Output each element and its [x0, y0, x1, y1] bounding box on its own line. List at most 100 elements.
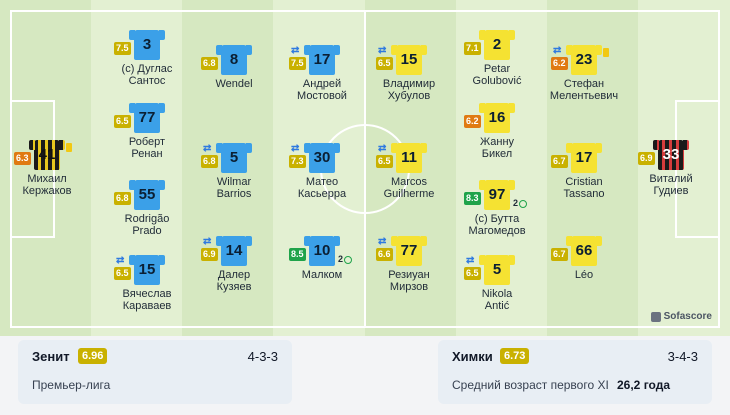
goal-count: 2 — [338, 254, 344, 264]
player-name-line1: Стефан — [563, 78, 605, 90]
player-name-line2: Магомедов — [468, 225, 526, 237]
player-rating-badge: 6.5 — [376, 57, 393, 70]
player-name-line1: Rodrigão — [124, 213, 170, 225]
away-team-rating: 6.73 — [500, 348, 530, 364]
player-name-line1: Wilmar — [216, 176, 252, 188]
home-team-name[interactable]: Зенит — [32, 349, 70, 364]
shirt-icon: 33 — [653, 140, 689, 170]
shirt-icon: 2 — [479, 30, 515, 60]
shirt-number: 77 — [400, 242, 418, 259]
player-rating-badge: 6.5 — [114, 267, 131, 280]
player-name-line1: Жанну — [479, 136, 515, 148]
player-name-line2: Сантос — [128, 75, 166, 87]
home-team-rating: 6.96 — [78, 348, 108, 364]
player-name-line2: Antić — [484, 300, 510, 312]
shirt-icon: 77 — [391, 236, 427, 266]
yellow-card-icon — [603, 48, 609, 57]
shirt-icon: 23 — [566, 45, 602, 75]
goals-indicator: 2 — [338, 254, 353, 264]
shirt-number: 5 — [492, 261, 502, 278]
player-rating-badge: 6.2 — [464, 115, 481, 128]
away-team-name[interactable]: Химки — [452, 349, 493, 364]
substitution-icon: ⇄ — [466, 255, 475, 266]
player-name-line2: Мостовой — [297, 90, 347, 102]
shirt-icon: 55 — [129, 180, 165, 210]
player-name-line1: (c) Бутта — [474, 213, 520, 225]
shirt-number: 2 — [492, 36, 502, 53]
substitution-icon: ⇄ — [378, 143, 387, 154]
player-name-line1: Léo — [574, 269, 594, 281]
player-name-line2: Barrios — [216, 188, 252, 200]
player-name-line2: Хубулов — [387, 90, 431, 102]
shirt-icon: 97 — [479, 180, 515, 210]
shirt-icon: 10 — [304, 236, 340, 266]
shirt-number: 15 — [138, 261, 156, 278]
player-rating-badge: 8.5 — [289, 248, 306, 261]
player-name-line1: Cristian — [565, 176, 603, 188]
player-rating-badge: 6.5 — [376, 155, 393, 168]
player-rating-badge: 7.1 — [464, 42, 481, 55]
player-name-line2: Караваев — [122, 300, 172, 312]
shirt-icon: 14 — [216, 236, 252, 266]
player-rating-badge: 6.8 — [201, 155, 218, 168]
shirt-icon: 66 — [566, 236, 602, 266]
player-name-line1: Резиуан — [388, 269, 430, 281]
shirt-number: 17 — [575, 149, 593, 166]
away-formation: 3-4-3 — [667, 349, 698, 364]
player-name-line2: Ренан — [131, 148, 163, 160]
player-name-line2: Guilherme — [383, 188, 435, 200]
shirt-number: 5 — [229, 149, 239, 166]
player-rating-badge: 6.2 — [551, 57, 568, 70]
substitution-icon: ⇄ — [553, 45, 562, 56]
shirt-icon: 15 — [129, 255, 165, 285]
player-rating-badge: 7.3 — [289, 155, 306, 168]
player-name-line1: Матео — [305, 176, 339, 188]
player-name-line1: Marcos — [390, 176, 428, 188]
substitution-icon: ⇄ — [291, 45, 300, 56]
substitution-icon: ⇄ — [203, 143, 212, 154]
shirt-number: 66 — [575, 242, 593, 259]
shirt-number: 55 — [138, 186, 156, 203]
player-name-line1: (c) Дуглас — [121, 63, 173, 75]
player-rating-badge: 6.3 — [14, 152, 31, 165]
substitution-icon: ⇄ — [291, 143, 300, 154]
player-name-line1: Владимир — [382, 78, 436, 90]
shirt-icon: 11 — [391, 143, 427, 173]
player-rating-badge: 6.8 — [114, 192, 131, 205]
shirt-icon: 17 — [304, 45, 340, 75]
home-league[interactable]: Премьер-лига — [32, 378, 111, 392]
player-rating-badge: 8.3 — [464, 192, 481, 205]
player-rating-badge: 6.5 — [114, 115, 131, 128]
player-name-line2: Касьерра — [297, 188, 347, 200]
shirt-icon: 5 — [479, 255, 515, 285]
shirt-icon: 30 — [304, 143, 340, 173]
player-name-line2: Кузяев — [216, 281, 252, 293]
sofascore-brand: Sofascore — [650, 311, 712, 322]
home-formation: 4-3-3 — [247, 349, 278, 364]
player-rating-badge: 6.9 — [638, 152, 655, 165]
away-team-panel: Химки 6.73 3-4-3 Средний возраст первого… — [438, 340, 712, 404]
